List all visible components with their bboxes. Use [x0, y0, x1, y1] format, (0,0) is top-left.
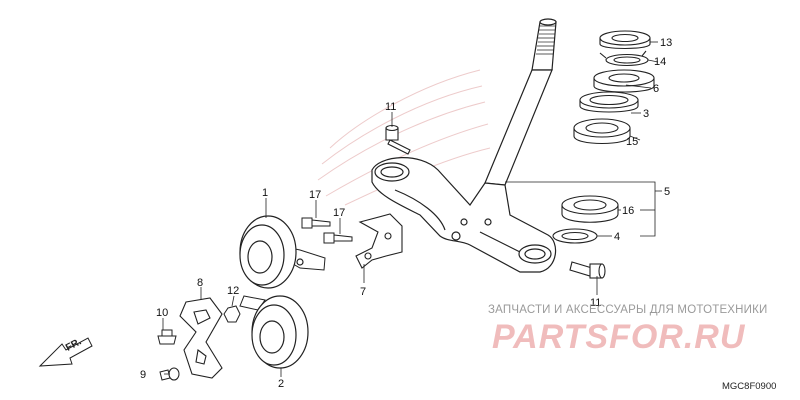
nut-12 — [223, 305, 241, 323]
callout-1: 1 — [262, 187, 268, 199]
callout-8: 8 — [197, 277, 203, 289]
lock-washer-14 — [599, 50, 649, 67]
leader-lines — [162, 41, 662, 377]
screw-9 — [159, 367, 180, 381]
screw-10 — [157, 329, 177, 345]
bolt-17-lower — [323, 232, 353, 244]
horn-bracket-7 — [355, 213, 403, 269]
callout-16: 16 — [622, 205, 634, 217]
callout-6: 6 — [653, 83, 659, 95]
steering-stem — [371, 18, 557, 273]
top-bearing-stack — [573, 30, 655, 144]
adjust-nut-6 — [593, 69, 655, 93]
bearing-16 — [561, 195, 619, 223]
seal-4 — [552, 228, 598, 244]
callout-13: 13 — [660, 37, 672, 49]
bolt-11-upper — [385, 124, 411, 155]
bearing-15 — [573, 118, 631, 144]
watermark-subtitle: ЗАПЧАСТИ И АКСЕССУАРЫ ДЛЯ МОТОТЕХНИКИ — [488, 304, 768, 316]
horn-mount-8 — [179, 297, 223, 379]
callout-9: 9 — [140, 369, 146, 381]
bolt-11-lower — [569, 261, 606, 279]
callout-17-lower: 17 — [333, 207, 345, 219]
callout-11-upper: 11 — [385, 101, 396, 113]
horn-2 — [239, 295, 309, 369]
front-arrow-icon — [38, 337, 93, 367]
lock-nut-13 — [599, 30, 651, 50]
callout-11-lower: 11 — [590, 297, 601, 309]
callout-5: 5 — [664, 186, 670, 198]
callout-3: 3 — [643, 108, 649, 120]
callout-17-upper: 17 — [309, 189, 321, 201]
dust-seal-3 — [579, 91, 639, 113]
diagram-code: MGC8F0900 — [722, 381, 777, 392]
callout-labels: 1 2 3 4 5 6 7 8 9 10 11 11 12 13 14 15 1… — [140, 37, 672, 390]
horn-1 — [239, 215, 326, 289]
callout-2: 2 — [278, 378, 284, 390]
callout-15: 15 — [626, 136, 638, 148]
callout-10: 10 — [156, 307, 168, 319]
callout-14: 14 — [654, 56, 666, 68]
lower-bearing-parts — [552, 195, 619, 244]
callout-7: 7 — [360, 286, 366, 298]
bolt-17-upper — [301, 217, 331, 229]
callout-4: 4 — [614, 231, 620, 243]
callout-12: 12 — [227, 285, 239, 297]
watermark-logo: PARTSFOR.RU — [492, 318, 746, 356]
